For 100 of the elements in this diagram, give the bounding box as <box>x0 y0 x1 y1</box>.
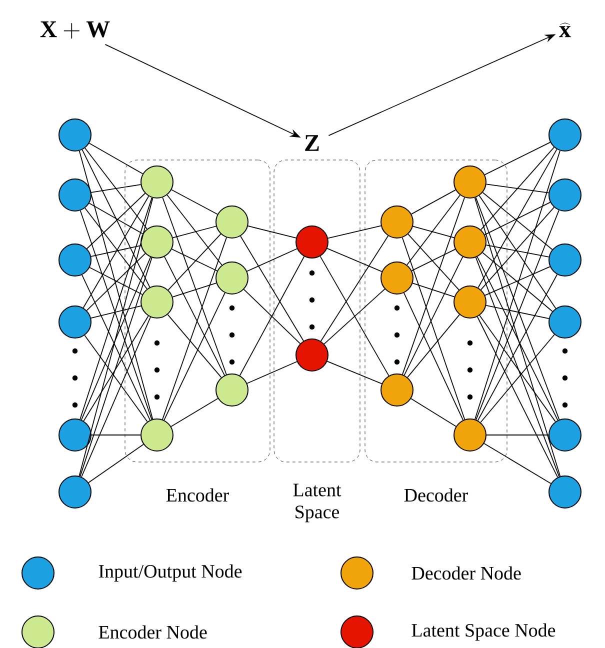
connection-line <box>486 304 550 320</box>
dashed-group-box: Decoder <box>364 160 508 502</box>
connection-line <box>479 314 556 422</box>
connection-line <box>411 189 456 215</box>
neuron-circle <box>548 306 582 338</box>
legend-label: Latent Space Node <box>412 623 556 641</box>
connection-line <box>407 314 460 378</box>
connection-line <box>82 196 150 308</box>
connection-line <box>168 234 222 290</box>
neuron-circle <box>58 476 92 508</box>
connection-line <box>484 443 552 484</box>
legend-label: Input/Output Node <box>98 564 242 582</box>
neuron-circle <box>58 306 92 338</box>
connection-line <box>243 288 301 344</box>
neuron-circle <box>380 206 414 238</box>
connection-line <box>476 316 558 478</box>
connection-line <box>320 256 390 376</box>
connection-line <box>171 189 218 215</box>
connection-line <box>78 150 154 420</box>
connection-line <box>88 202 144 234</box>
connection-line <box>162 197 227 375</box>
math-label: $\mathbf{Z}$ <box>305 135 319 151</box>
connection-line <box>482 192 553 250</box>
connection-line <box>84 208 148 290</box>
connection-line <box>246 248 298 272</box>
connection-line <box>412 282 455 298</box>
connection-line <box>81 316 151 478</box>
neuron-circle <box>58 118 92 152</box>
connection-line <box>402 237 466 420</box>
connection-line <box>88 142 144 174</box>
neuron-circle <box>548 178 582 212</box>
neuron-circle <box>380 262 414 294</box>
connection-line <box>90 305 142 319</box>
legend-label: Encoder Node <box>98 625 207 639</box>
connection-line <box>246 361 298 384</box>
neuron-circle <box>216 262 248 294</box>
connection-line <box>172 282 217 298</box>
neuron-circle <box>58 418 92 452</box>
connection-line <box>486 434 549 436</box>
connection-line <box>480 334 555 423</box>
node-label: Latent Space <box>293 484 342 522</box>
connection-line <box>326 360 382 384</box>
neuron-circle <box>548 118 582 152</box>
connection-line <box>484 266 550 296</box>
connection-line <box>162 237 227 420</box>
connection-line <box>90 245 142 257</box>
neuron-circle <box>140 166 174 198</box>
connection-line <box>84 334 148 422</box>
connection-line <box>83 316 149 422</box>
connection-line <box>328 225 382 239</box>
connection-line <box>82 149 150 288</box>
connection-line <box>475 256 560 478</box>
connection-line <box>412 226 455 238</box>
connection-line <box>484 142 551 176</box>
connection-line <box>86 192 146 250</box>
neuron-circle <box>140 418 174 452</box>
connection-line <box>404 292 464 420</box>
connection-line <box>408 234 460 290</box>
connection-line <box>478 195 556 309</box>
connection-line <box>164 292 226 421</box>
connection-line <box>411 248 456 272</box>
neuron-circle <box>216 374 248 406</box>
connection-line <box>90 184 142 193</box>
connection-line <box>320 235 389 342</box>
neuron-circle <box>380 374 414 406</box>
connection-line <box>88 444 144 484</box>
connection-line <box>167 314 222 378</box>
neuron-circle <box>454 286 486 318</box>
connection-line <box>78 198 154 476</box>
connection-line <box>240 236 304 342</box>
connection-line <box>86 253 146 311</box>
connection-line <box>484 202 551 236</box>
connection-line <box>324 288 386 344</box>
connection-line <box>474 197 561 477</box>
node-label: Encoder <box>166 488 229 502</box>
connection-line <box>480 206 554 290</box>
connection-line <box>480 146 554 230</box>
connection-line <box>406 194 460 266</box>
connection-line <box>91 434 141 436</box>
connection-line <box>166 194 222 266</box>
neuron-circle <box>548 244 582 276</box>
neuron-circle <box>454 166 486 198</box>
neuron-circle <box>454 226 486 258</box>
neuron-circle <box>548 476 582 508</box>
connection-line <box>248 226 296 238</box>
connection-line <box>89 267 143 295</box>
legend-label: Decoder Node <box>412 566 521 580</box>
dashed-group-box: Encoder <box>124 160 270 502</box>
connection-line <box>486 184 550 194</box>
connection-line <box>410 398 456 427</box>
connection-line <box>80 257 152 477</box>
connection-line <box>404 256 464 376</box>
connection-line <box>164 256 225 376</box>
connection-line <box>478 148 558 288</box>
connection-line <box>239 256 305 376</box>
neuron-circle <box>296 338 328 372</box>
connection-line <box>474 150 560 420</box>
connection-line <box>172 226 216 238</box>
neuron-circle <box>140 286 174 318</box>
neuron-circle <box>548 418 582 452</box>
